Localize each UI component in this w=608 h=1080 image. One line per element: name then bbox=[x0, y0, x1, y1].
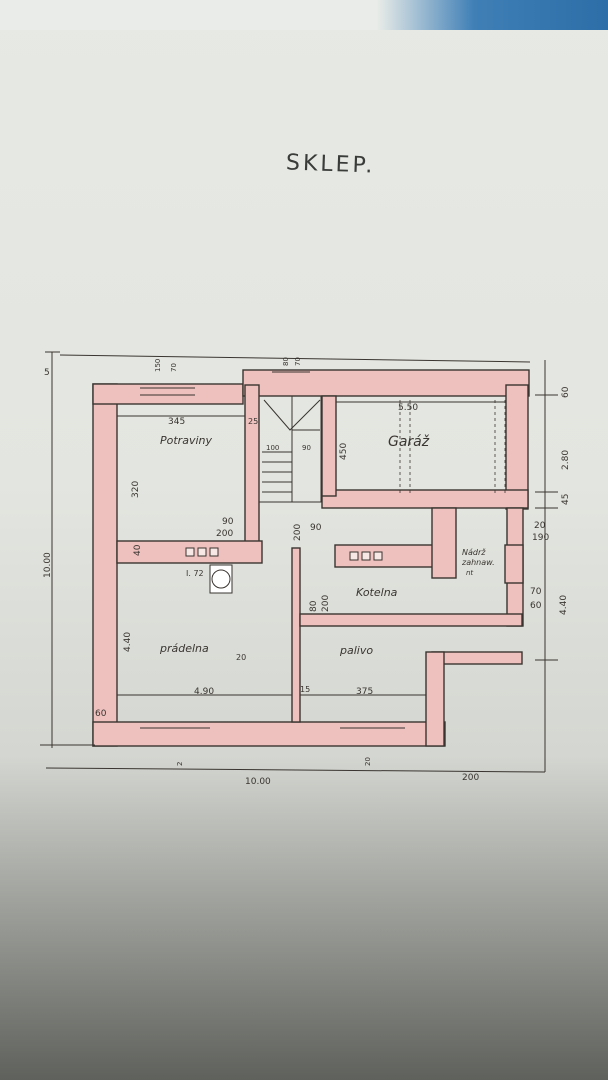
wall-garage-bottom bbox=[321, 489, 529, 509]
dim-right-60: 60 bbox=[561, 386, 571, 398]
room-pradelna: prádelna bbox=[159, 642, 209, 655]
room-kotelna: Kotelna bbox=[356, 586, 398, 599]
chimney-boxes bbox=[185, 547, 383, 594]
wall-nadrz-right bbox=[504, 544, 524, 584]
dimension-lines bbox=[40, 351, 558, 773]
dim-door-90: 90 bbox=[222, 517, 234, 527]
room-nadrz-1: Nádrž bbox=[462, 548, 486, 557]
dim-right-280: 2.80 bbox=[561, 450, 571, 470]
dim-ext-200: 200 bbox=[462, 773, 479, 783]
dim-bottom-20: 20 bbox=[364, 757, 372, 766]
wall-mid-vertical bbox=[291, 547, 301, 723]
wall-garage-left bbox=[321, 395, 337, 497]
dim-pradelna-width: 4.90 bbox=[194, 687, 214, 697]
dim-right-45: 45 bbox=[561, 494, 571, 505]
wall-nadrz-left bbox=[431, 507, 457, 579]
dim-stair-100: 100 bbox=[266, 444, 279, 452]
dim-wall-40: 40 bbox=[133, 544, 143, 556]
dim-nadrz-190: 190 bbox=[532, 533, 549, 543]
staircase bbox=[258, 395, 322, 503]
dim-overall-height: 10.00 bbox=[43, 552, 53, 578]
dim-stair-25: 25 bbox=[248, 417, 258, 426]
dim-top-80: 80 bbox=[282, 357, 290, 366]
dim-pradelna-20: 20 bbox=[236, 653, 246, 662]
wall-left bbox=[92, 383, 118, 747]
dim-wall-60: 60 bbox=[95, 709, 107, 719]
dim-door-200b: 200 bbox=[293, 524, 303, 541]
dim-right-440: 4.40 bbox=[559, 595, 569, 615]
walls bbox=[92, 369, 530, 747]
wall-top-left bbox=[92, 383, 244, 405]
dim-left-top-5: 5 bbox=[44, 368, 50, 378]
dim-bottom-2: 2 bbox=[176, 762, 184, 766]
dim-nadrz-20: 20 bbox=[534, 521, 546, 531]
room-garaz: Garáž bbox=[388, 434, 430, 450]
dim-pradelna-height: 4.40 bbox=[123, 632, 133, 652]
dim-nadrz-70: 70 bbox=[530, 587, 542, 597]
dim-top-150: 150 bbox=[154, 359, 162, 372]
dim-stair-90: 90 bbox=[302, 444, 311, 452]
chimney-label: I. 72 bbox=[186, 569, 204, 578]
dim-top-70b: 70 bbox=[294, 357, 302, 366]
dim-overall-width: 10.00 bbox=[245, 777, 271, 787]
wall-right-bottom bbox=[425, 651, 445, 747]
wall-top-right bbox=[242, 369, 530, 397]
dim-kot-80: 80 bbox=[309, 600, 319, 612]
room-palivo: palivo bbox=[339, 644, 373, 657]
dim-potraviny-width: 345 bbox=[168, 417, 185, 427]
dim-garaz-height: 450 bbox=[339, 443, 349, 460]
wall-stair-left bbox=[244, 384, 260, 546]
room-potraviny: Potraviny bbox=[160, 434, 212, 447]
dim-garaz-width: 5.50 bbox=[398, 403, 418, 413]
dim-nadrz-60: 60 bbox=[530, 601, 542, 611]
garage-lines bbox=[399, 400, 506, 495]
window-marks bbox=[140, 371, 405, 729]
dim-kot-200: 200 bbox=[321, 595, 331, 612]
room-nadrz-3: nt bbox=[466, 569, 473, 577]
background-edge bbox=[0, 0, 608, 30]
dim-palivo-width: 375 bbox=[356, 687, 373, 697]
wall-bottom bbox=[92, 721, 446, 747]
room-nadrz-2: zahnaw. bbox=[461, 558, 495, 567]
dim-door-200: 200 bbox=[216, 529, 233, 539]
dim-top-70: 70 bbox=[170, 363, 178, 372]
dim-door-90b: 90 bbox=[310, 523, 322, 533]
dim-wall-15: 15 bbox=[300, 685, 310, 694]
wall-kotelna-bottom bbox=[299, 613, 523, 627]
dim-potraviny-height: 320 bbox=[131, 481, 141, 498]
wall-step bbox=[431, 651, 523, 665]
